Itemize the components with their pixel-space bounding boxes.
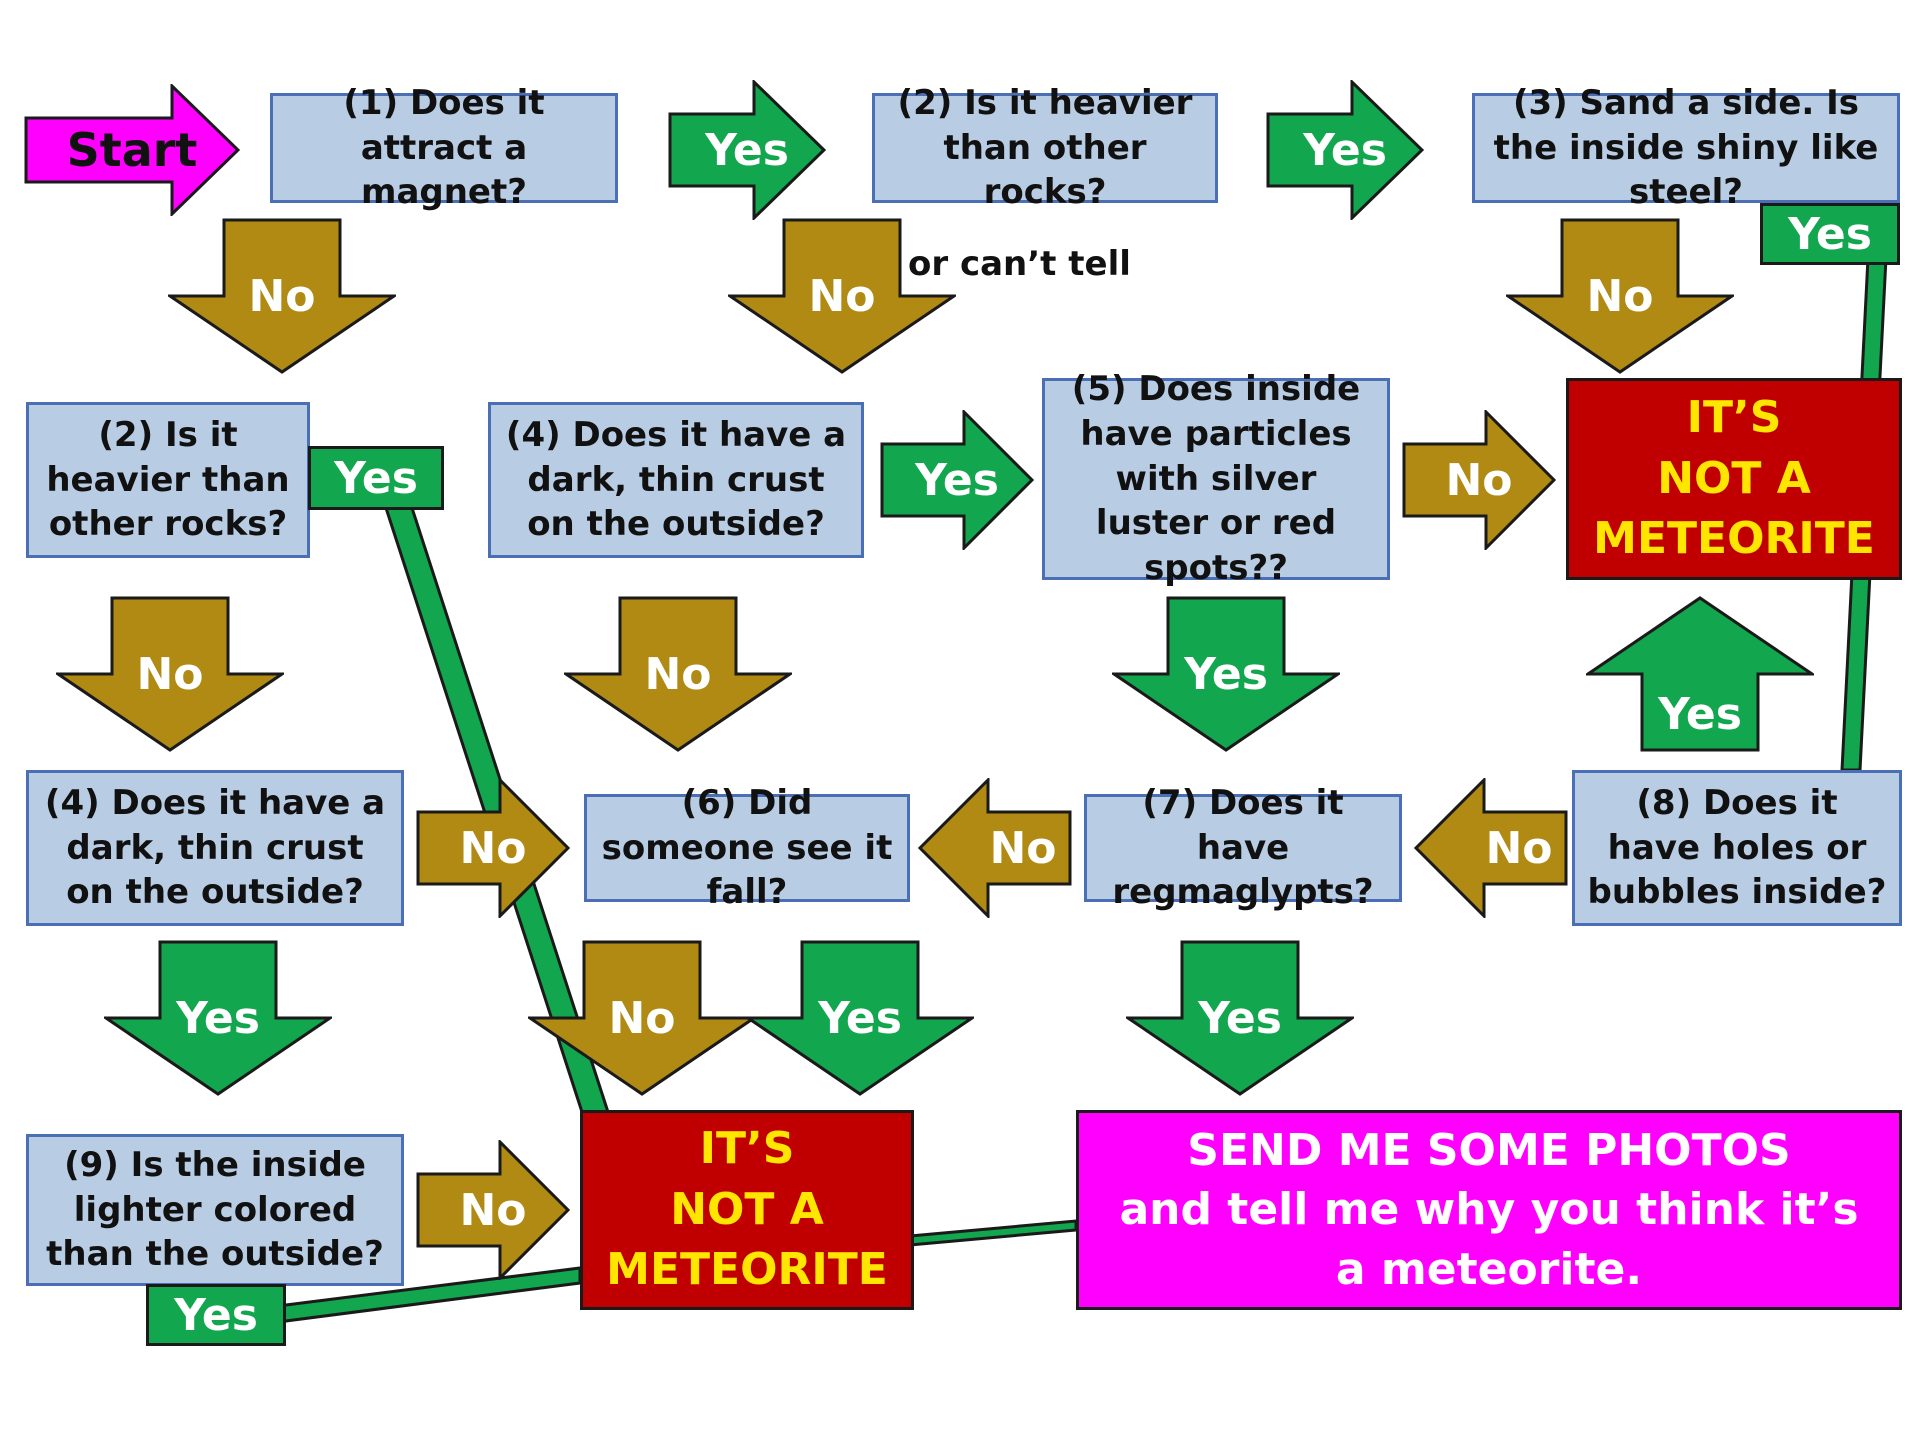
yes-label: Yes [1303, 124, 1387, 176]
yes-label: Yes [818, 992, 902, 1044]
yes-tag-q2-left: Yes [308, 446, 444, 510]
connector-photos [908, 1219, 1078, 1247]
question-3-sand-side: (3) Sand a side. Is the inside shiny lik… [1472, 83, 1900, 212]
no-label: No [989, 822, 1057, 874]
no-arrow-q7-q6: No [918, 778, 1072, 918]
no-arrow-q3-not-meteorite: No [1506, 218, 1734, 374]
start-label: Start [66, 123, 198, 177]
question-2-heavier-left: (2) Is it heavier than other rocks? [26, 402, 310, 558]
yes-arrow-q2-q3: Yes [1266, 80, 1424, 220]
not-meteorite-line2: NOT A [670, 1183, 824, 1235]
no-label: No [644, 648, 712, 700]
question-2-heavier-top: (2) Is it heavier than other rocks? [872, 83, 1218, 212]
yes-label: Yes [1184, 648, 1268, 700]
no-label: No [1586, 270, 1654, 322]
question-7-regmaglypts: (7) Does it have regmaglypts? [1084, 783, 1402, 912]
yes-arrow-q4-q5: Yes [880, 410, 1034, 550]
no-arrow-q2-q4: No [728, 218, 956, 374]
no-label: No [136, 648, 204, 700]
yes-label: Yes [915, 454, 999, 506]
no-label: No [1485, 822, 1553, 874]
no-arrow-q1-q2-left: No [168, 218, 396, 374]
no-label: No [808, 270, 876, 322]
send-photos-heading: SEND ME SOME PHOTOS [1187, 1124, 1791, 1176]
yes-label: Yes [1198, 992, 1282, 1044]
question-9-lighter-inside: (9) Is the inside lighter colored than t… [26, 1134, 404, 1286]
no-label: No [248, 270, 316, 322]
question-8-holes-bubbles: (8) Does it have holes or bubbles inside… [1572, 770, 1902, 926]
not-meteorite-line1: IT’S [699, 1122, 795, 1174]
no-arrow-q4-left-q6: No [416, 778, 570, 918]
no-arrow-q4-mid-q6: No [564, 596, 792, 752]
yes-label: Yes [176, 992, 260, 1044]
yes-arrow-q7-photos: Yes [1126, 940, 1354, 1096]
no-arrow-q6-not-meteorite: No [528, 940, 756, 1096]
no-label: No [459, 1184, 527, 1236]
not-meteorite-top: IT’S NOT A METEORITE [1566, 378, 1902, 580]
yes-label: Yes [705, 124, 789, 176]
no-label: No [608, 992, 676, 1044]
question-4-crust-mid: (4) Does it have a dark, thin crust on t… [488, 402, 864, 558]
question-6-see-fall: (6) Did someone see it fall? [584, 783, 910, 912]
not-meteorite-line2: NOT A [1657, 452, 1811, 504]
yes-arrow-q1-q2: Yes [668, 80, 826, 220]
yes-arrow-q8-not-meteorite: Yes [1586, 596, 1814, 752]
not-meteorite-line3: METEORITE [606, 1244, 888, 1296]
yes-arrow-q5-q7: Yes [1112, 596, 1340, 752]
not-meteorite-bottom: IT’S NOT A METEORITE [580, 1110, 914, 1310]
not-meteorite-line3: METEORITE [1593, 513, 1875, 565]
no-arrow-q9-not-meteorite: No [416, 1140, 570, 1280]
question-5-particles: (5) Does inside have particles with silv… [1042, 369, 1390, 588]
yes-arrow-q6-photos: Yes [746, 940, 974, 1096]
no-arrow-q5-not-meteorite: No [1402, 410, 1556, 550]
yes-arrow-q4-left-q9: Yes [104, 940, 332, 1096]
no-label: No [459, 822, 527, 874]
no-arrow-q2-left-q4-left: No [56, 596, 284, 752]
no-arrow-q8-q7: No [1414, 778, 1568, 918]
question-4-crust-left: (4) Does it have a dark, thin crust on t… [26, 770, 404, 926]
send-photos-box: SEND ME SOME PHOTOS and tell me why you … [1076, 1110, 1902, 1310]
yes-tag-q9: Yes [146, 1284, 286, 1346]
or-cant-tell-note: or can’t tell [908, 244, 1131, 284]
question-1-magnet: (1) Does it attract a magnet? [270, 83, 618, 212]
send-photos-body: and tell me why you think it’s a meteori… [1119, 1184, 1859, 1295]
no-label: No [1445, 454, 1513, 506]
not-meteorite-line1: IT’S [1686, 391, 1782, 443]
start-arrow: Start [24, 84, 240, 216]
yes-label: Yes [1658, 688, 1742, 740]
yes-tag-q3: Yes [1760, 203, 1900, 265]
